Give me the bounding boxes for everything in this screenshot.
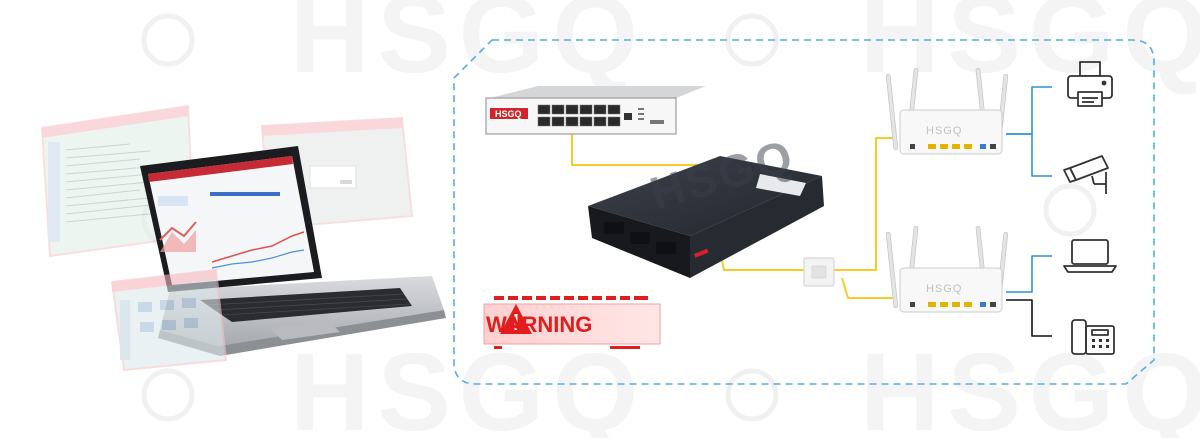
wall-splitter-box xyxy=(803,257,835,287)
printer-icon xyxy=(1067,61,1113,107)
cctv-camera-icon xyxy=(1063,155,1109,194)
fiber-link xyxy=(841,277,896,299)
watermark-brand: HSGQ xyxy=(290,331,646,438)
dashboard-chart xyxy=(158,192,305,269)
watermark-brand: HSGQ xyxy=(290,0,646,96)
floating-ui-panel xyxy=(110,268,228,372)
router-brand: HSGQ xyxy=(926,125,962,137)
laptop-icon xyxy=(1063,239,1117,273)
switch-logo: HSGQ xyxy=(495,109,522,119)
warning-banner: WARNING xyxy=(483,296,661,349)
management-laptop xyxy=(40,104,446,372)
fiber-link xyxy=(571,132,728,166)
desk-phone-icon xyxy=(1071,319,1115,355)
fiber-link xyxy=(721,259,804,271)
ethernet-link xyxy=(1006,255,1052,293)
ethernet-link xyxy=(1006,133,1052,177)
access-switch: HSGQ xyxy=(485,86,706,135)
router-brand: HSGQ xyxy=(926,283,962,295)
fiber-link xyxy=(832,137,896,271)
warning-label: WARNING xyxy=(486,312,592,337)
watermark-brand: HSGQ xyxy=(860,0,1200,96)
phone-link xyxy=(1006,299,1052,337)
warning-triangle-icon xyxy=(500,304,532,334)
wifi-router-bottom: HSGQ xyxy=(885,225,1009,313)
wifi-router-top: HSGQ xyxy=(885,67,1009,155)
connection-lines xyxy=(571,86,1052,337)
network-area-border xyxy=(453,39,1155,385)
background-watermark: HSGQ HSGQ HSGQ HSGQ xyxy=(141,0,1200,438)
